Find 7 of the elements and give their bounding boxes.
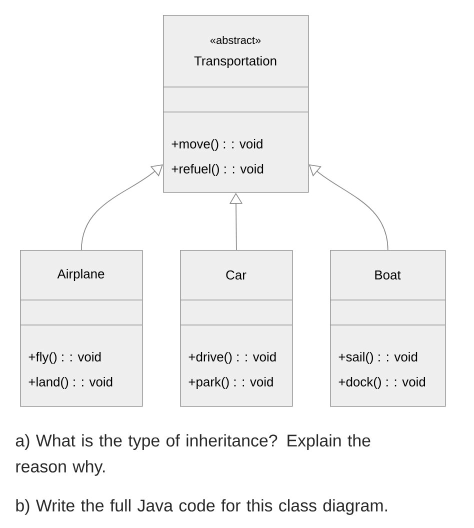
- class-box: «abstract» Transportation +move() : : void +refuel() : : void: [162, 15, 309, 193]
- class-box: Boat +sail() : : void +dock() : : void: [330, 250, 446, 407]
- question-text: a) What is the type of inheritance? Explain the reason why.: [16, 434, 370, 476]
- class-box: Car +drive() : : void +park() : : void: [180, 250, 293, 407]
- class-box: Airplane +fly() : : void +land() : : void: [20, 250, 143, 407]
- question-text: b) Write the full Java code for this class diagram.: [16, 499, 387, 515]
- inheritance-arrow: [81, 164, 163, 250]
